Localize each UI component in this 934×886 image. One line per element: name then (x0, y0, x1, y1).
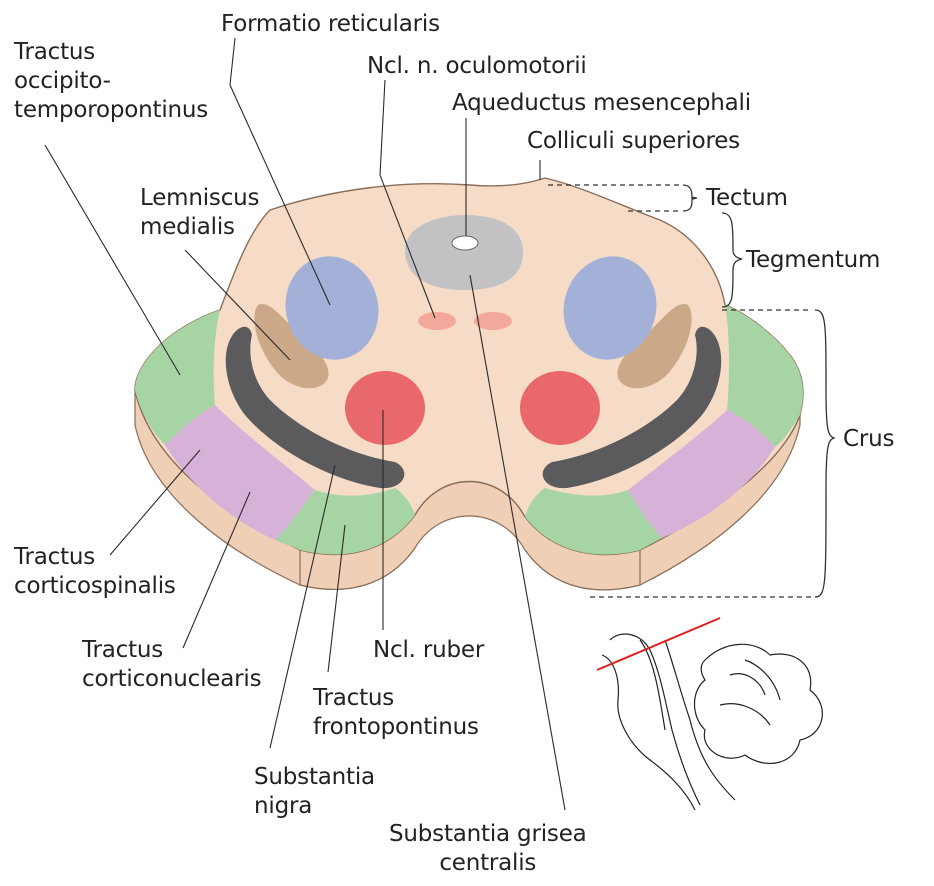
inset-cerebellum-folia (719, 659, 781, 726)
leader-substantia-grisea (469, 274, 566, 811)
tectum-brace (682, 184, 698, 212)
label-line: Tractus (14, 544, 96, 570)
label-tractus-frontopontinus: Tractus frontopontinus (313, 684, 479, 742)
label-line: nigra (254, 793, 313, 819)
tractus-occipitotemporopontinus-left (135, 310, 220, 445)
label-tractus-corticonuclearis: Tractus corticonuclearis (82, 636, 262, 694)
nucleus-ruber-right (520, 371, 600, 445)
label-line: frontopontinus (313, 714, 479, 740)
label-line: Lemniscus (140, 185, 260, 211)
aqueductus-mesencephali (451, 235, 479, 251)
inset-brainstem-outline (601, 633, 701, 811)
tractus-frontopontinus-right (525, 488, 662, 555)
label-ncl-ruber: Ncl. ruber (373, 637, 485, 663)
leader-lemniscus (184, 249, 291, 361)
tractus-corticospinalis-left (165, 405, 315, 540)
label-tractus-occipitotemporopontinus: Tractus occipito- temporopontinus (14, 38, 208, 125)
label-aqueductus-mesencephali: Aqueductus mesencephali (452, 90, 751, 116)
label-line: corticospinalis (14, 573, 176, 599)
label-line: medialis (140, 214, 235, 240)
crus-brace (814, 309, 837, 598)
label-substantia-nigra: Substantia nigra (254, 763, 375, 821)
inset-ventral-line (639, 639, 666, 731)
tractus-frontopontinus-left (275, 488, 415, 555)
label-tegmentum: Tegmentum (746, 247, 881, 273)
label-tractus-corticospinalis: Tractus corticospinalis (14, 543, 176, 601)
label-ncl-oculomotorii: Ncl. n. oculomotorii (367, 53, 587, 79)
leader-lines (44, 37, 566, 811)
inset-midbrain-line (664, 639, 736, 801)
tractus-corticospinalis-right (628, 410, 775, 538)
tegmentum-brace (721, 212, 743, 308)
leader-corticonuclearis (182, 491, 251, 649)
label-line: Tractus (82, 637, 164, 663)
inset-cerebellum (693, 643, 823, 764)
label-line: corticonuclearis (82, 666, 262, 692)
leader-corticospinalis (109, 449, 201, 556)
brackets (548, 184, 837, 598)
formatio-reticularis-left (285, 256, 379, 360)
inset-section-plane (596, 617, 721, 671)
label-colliculi-superiores: Colliculi superiores (527, 128, 740, 154)
substantia-nigra-right (542, 326, 722, 489)
label-line: Substantia grisea (389, 821, 587, 847)
label-line: temporopontinus (14, 97, 209, 123)
leader-tractus-occipito (44, 144, 181, 376)
tractus-occipitotemporopontinus-right (725, 305, 803, 447)
label-line: Substantia (254, 764, 375, 790)
label-line: Tractus (14, 39, 96, 65)
label-substantia-grisea-centralis: Substantia grisea centralis (389, 820, 587, 878)
label-line: Tractus (313, 685, 395, 711)
substantia-nigra-left (225, 326, 405, 489)
label-line: occipito- (14, 68, 111, 94)
formatio-reticularis-right (563, 256, 657, 360)
brainstem-inset-sketch (596, 617, 823, 811)
nucleus-oculomotorius-right (474, 312, 512, 330)
lemniscus-medialis-left (254, 304, 329, 389)
leader-ncl-oculomotorii (379, 79, 436, 319)
label-lemniscus-medialis: Lemniscus medialis (140, 184, 260, 242)
lemniscus-medialis-right (617, 304, 692, 389)
nucleus-oculomotorius-left (418, 312, 456, 330)
leader-substantia-nigra (269, 464, 336, 749)
substantia-grisea-centralis (405, 215, 523, 290)
leader-formatio-reticularis (229, 37, 331, 306)
label-crus: Crus (843, 426, 895, 452)
label-tectum: Tectum (706, 185, 788, 211)
label-formatio-reticularis: Formatio reticularis (221, 11, 440, 37)
label-line: centralis (439, 850, 537, 876)
nucleus-ruber-left (345, 371, 425, 445)
leader-frontopontinus (327, 524, 346, 673)
